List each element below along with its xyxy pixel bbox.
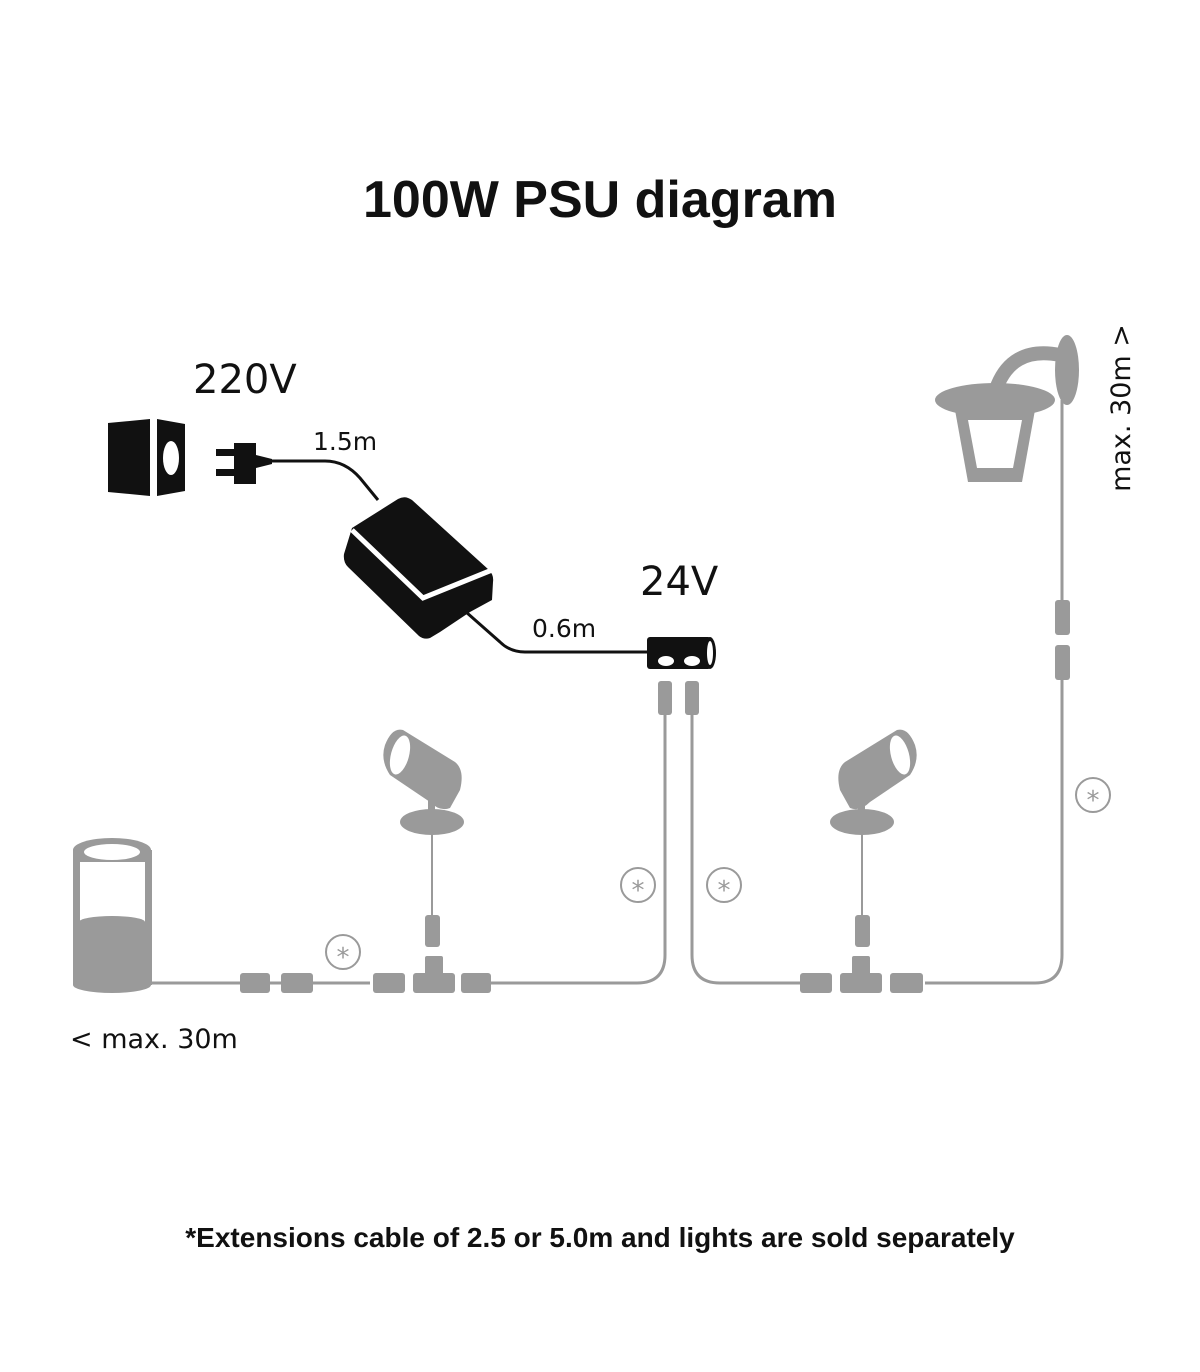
spotlight-icon [383, 729, 464, 947]
left-cable [490, 715, 667, 985]
svg-text:*: * [632, 876, 645, 906]
wall-socket-icon [108, 419, 185, 496]
extension-marker: * [325, 934, 361, 973]
diagram-title: 100W PSU diagram [363, 171, 837, 229]
hub-connectors [658, 681, 699, 715]
right-connectors [800, 600, 1070, 993]
left-connectors [240, 956, 491, 993]
wall-lantern-icon [935, 335, 1079, 482]
plug-cable-length-label: 1.5m [313, 427, 377, 456]
svg-text:*: * [1087, 786, 1100, 816]
power-supply-icon [343, 497, 494, 639]
svg-text:*: * [337, 943, 350, 973]
output-cable [465, 610, 650, 654]
max-horizontal-label: < max. 30m [70, 1024, 238, 1055]
splitter-hub-icon [647, 637, 716, 669]
spotlight-icon [830, 729, 917, 947]
output-voltage-label: 24V [640, 559, 719, 605]
extension-marker: * [620, 867, 656, 906]
footnote: *Extensions cable of 2.5 or 5.0m and lig… [185, 1222, 1015, 1253]
extension-marker: * [706, 867, 742, 906]
bollard-light-icon [73, 838, 152, 993]
plug-icon [216, 443, 272, 484]
output-cable-length-label: 0.6m [532, 614, 596, 643]
right-cable-run [925, 680, 1064, 985]
svg-text:*: * [718, 876, 731, 906]
max-vertical-label: max. 30m > [1106, 324, 1137, 492]
extension-marker: * [1075, 777, 1111, 816]
right-cable [690, 715, 800, 985]
mains-cable [270, 459, 380, 501]
mains-voltage-label: 220V [193, 357, 297, 403]
